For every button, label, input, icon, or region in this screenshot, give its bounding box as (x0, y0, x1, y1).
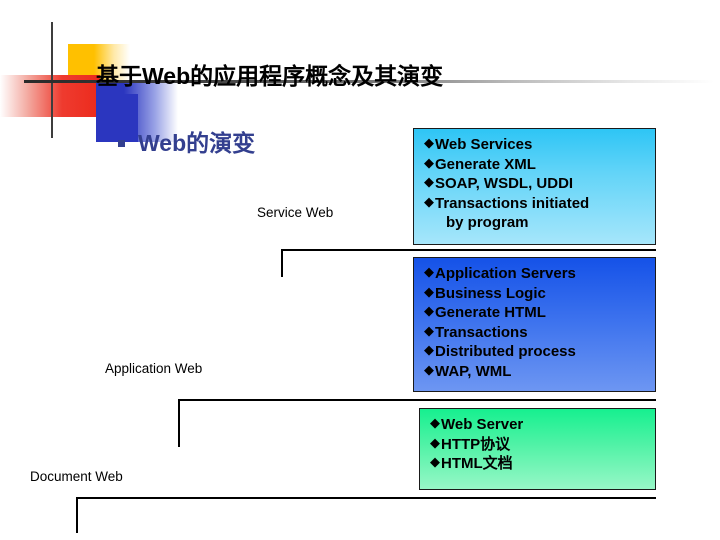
list-item: ◆ Generate HTML (424, 303, 651, 323)
header-divider-line (24, 80, 714, 83)
step-line-3-vertical (76, 497, 78, 533)
step-line-2-horizontal (178, 399, 656, 401)
step-line-2-vertical (178, 399, 180, 447)
list-item-label: Application Servers (435, 265, 576, 282)
list-item-label: SOAP, WSDL, UDDI (435, 175, 574, 192)
diamond-bullet-icon: ◆ (424, 264, 434, 279)
list-item-label: WAP, WML (435, 362, 512, 380)
diamond-bullet-icon: ◆ (424, 361, 434, 377)
list-item-label: Transactions (435, 323, 528, 341)
tier-label-document-web: Document Web (30, 469, 123, 484)
list-item: ◆ HTML文档 (430, 454, 651, 474)
list-item-label: Transactions initiated (435, 194, 590, 212)
tier-label-service-web: Service Web (257, 205, 334, 220)
diamond-bullet-icon: ◆ (424, 322, 434, 338)
diamond-bullet-icon: ◆ (430, 415, 440, 430)
subtitle-text: Web的演变 (138, 130, 256, 156)
list-item: ◆ Web Services (424, 135, 651, 155)
list-item-continuation: by program (424, 213, 651, 233)
subtitle-row: Web的演变 (118, 124, 255, 158)
list-item: ◆ Web Server (430, 415, 651, 435)
diamond-bullet-icon: ◆ (424, 283, 434, 299)
list-item-label: Web Services (435, 136, 533, 153)
list-item: ◆ Application Servers (424, 264, 651, 284)
list-item-label: Generate XML (435, 155, 536, 173)
list-item: ◆ Distributed process (424, 342, 651, 362)
list-item: ◆ SOAP, WSDL, UDDI (424, 174, 651, 194)
logo-blue-square-solid (96, 94, 138, 142)
list-item: ◆ Business Logic (424, 284, 651, 304)
list-item-label: HTTP协议 (441, 435, 511, 453)
diamond-bullet-icon: ◆ (424, 154, 434, 170)
diamond-bullet-icon: ◆ (424, 193, 434, 209)
square-bullet-icon (118, 139, 125, 147)
list-item-label: Distributed process (435, 343, 576, 360)
application-servers-box: ◆ Application Servers ◆ Business Logic ◆… (413, 257, 656, 392)
step-line-1-horizontal (281, 249, 656, 251)
diamond-bullet-icon: ◆ (424, 342, 434, 357)
web-services-box: ◆ Web Services ◆ Generate XML ◆ SOAP, WS… (413, 128, 656, 245)
diamond-bullet-icon: ◆ (424, 303, 434, 318)
list-item-label: Business Logic (435, 284, 546, 302)
list-item: ◆ Transactions initiated (424, 194, 651, 214)
diamond-bullet-icon: ◆ (430, 454, 440, 469)
list-item: ◆ Transactions (424, 323, 651, 343)
list-item-label: Generate HTML (435, 304, 546, 321)
list-item: ◆ WAP, WML (424, 362, 651, 382)
list-item-label: HTML文档 (441, 455, 513, 472)
step-line-3-horizontal (76, 497, 656, 499)
diamond-bullet-icon: ◆ (424, 135, 434, 150)
list-item: ◆ Generate XML (424, 155, 651, 175)
step-line-1-vertical (281, 249, 283, 277)
page-title: 基于Web的应用程序概念及其演变 (96, 63, 444, 89)
diamond-bullet-icon: ◆ (430, 434, 440, 450)
list-item-label: by program (446, 214, 529, 231)
list-item-label: Web Server (441, 416, 524, 433)
list-item: ◆ HTTP协议 (430, 435, 651, 455)
tier-label-application-web: Application Web (105, 361, 203, 376)
diamond-bullet-icon: ◆ (424, 174, 434, 189)
web-server-box: ◆ Web Server ◆ HTTP协议 ◆ HTML文档 (419, 408, 656, 490)
